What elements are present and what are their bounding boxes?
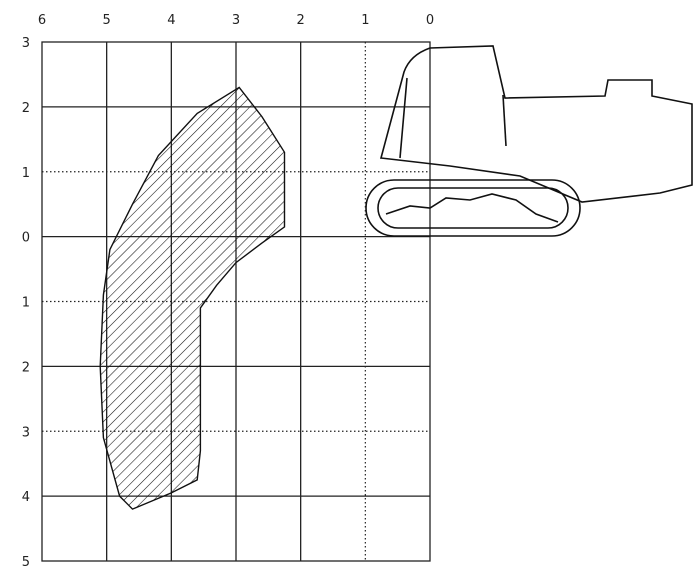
y-tick-label: 3 (22, 425, 30, 440)
cab-window-line (399, 77, 408, 159)
x-tick-label: 2 (297, 13, 305, 28)
y-tick-label: 2 (22, 101, 30, 116)
x-tick-label: 3 (232, 13, 240, 28)
series-layer (99, 86, 286, 510)
y-tick-label: 1 (22, 296, 30, 311)
y-tick-label: 2 (22, 360, 30, 375)
x-tick-label: 0 (426, 13, 434, 28)
x-tick-label: 5 (103, 13, 111, 28)
cab-outline (379, 45, 693, 203)
y-tick-label: 4 (22, 490, 30, 505)
track-wheel-line (385, 193, 559, 223)
y-tick-label: 3 (22, 36, 30, 51)
cab-door-line (502, 94, 507, 147)
track-inner (377, 187, 569, 229)
y-tick-label: 0 (22, 231, 30, 246)
x-axis-ticks: 6 5 4 3 2 1 0 (38, 13, 434, 28)
x-tick-label: 1 (361, 13, 369, 28)
x-tick-label: 6 (38, 13, 46, 28)
excavator-illustration (365, 45, 693, 237)
working-range-area (99, 86, 286, 510)
y-tick-label: 5 (22, 555, 30, 567)
y-axis-ticks: 3 2 1 0 1 2 3 4 5 (22, 36, 30, 567)
track-outer (365, 179, 581, 237)
x-tick-label: 4 (167, 13, 175, 28)
y-tick-label: 1 (22, 166, 30, 181)
